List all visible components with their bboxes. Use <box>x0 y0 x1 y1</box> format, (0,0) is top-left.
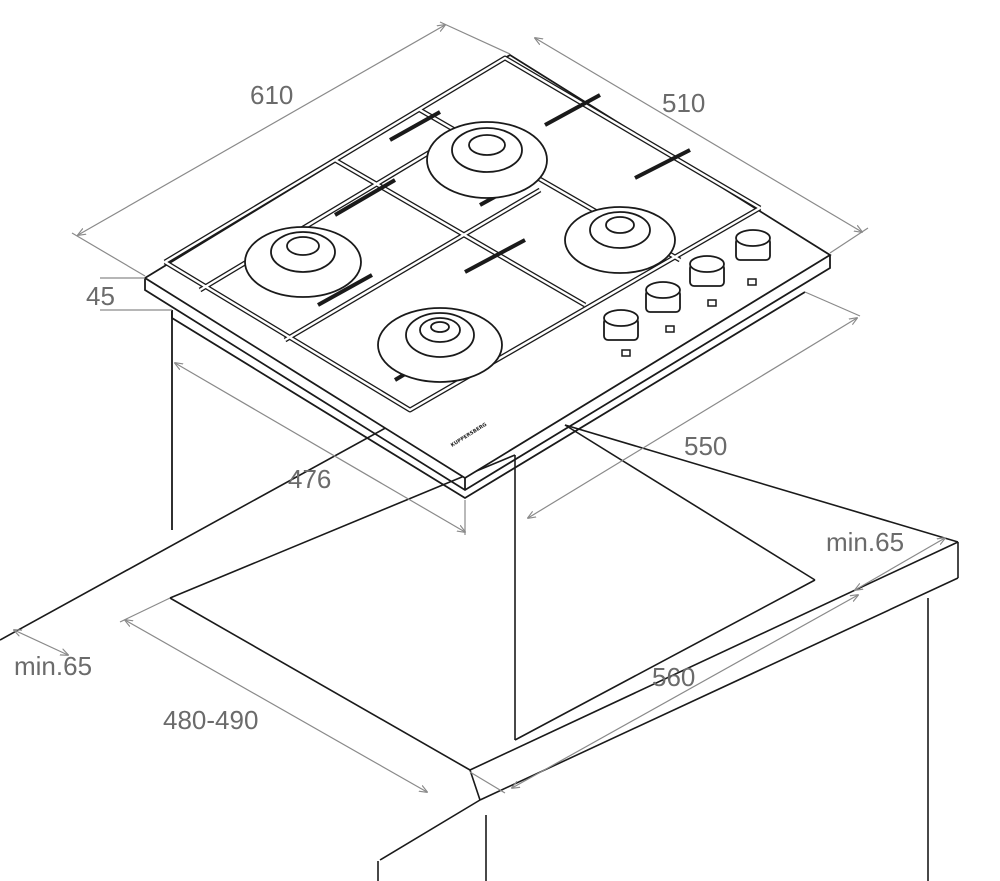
knob-4 <box>735 229 771 261</box>
dim-cutout-depth: 480-490 <box>163 705 258 735</box>
burner-right <box>564 206 676 274</box>
dim-body-width: 550 <box>684 431 727 461</box>
burner-left <box>244 226 362 298</box>
knob-1 <box>603 309 639 341</box>
knob-3 <box>689 255 725 287</box>
knob-2 <box>645 281 681 313</box>
dim-body-depth: 476 <box>288 464 331 494</box>
dim-cutout-width: 560 <box>652 662 695 692</box>
dim-hob-width: 610 <box>250 80 293 110</box>
burner-front-wok <box>377 307 503 383</box>
dim-clearance-front: min.65 <box>14 651 92 681</box>
dim-clearance-back: min.65 <box>826 527 904 557</box>
dim-hob-depth: 510 <box>662 88 705 118</box>
dim-hob-height: 45 <box>86 281 115 311</box>
cutout <box>169 424 816 771</box>
burner-rear <box>426 121 548 199</box>
